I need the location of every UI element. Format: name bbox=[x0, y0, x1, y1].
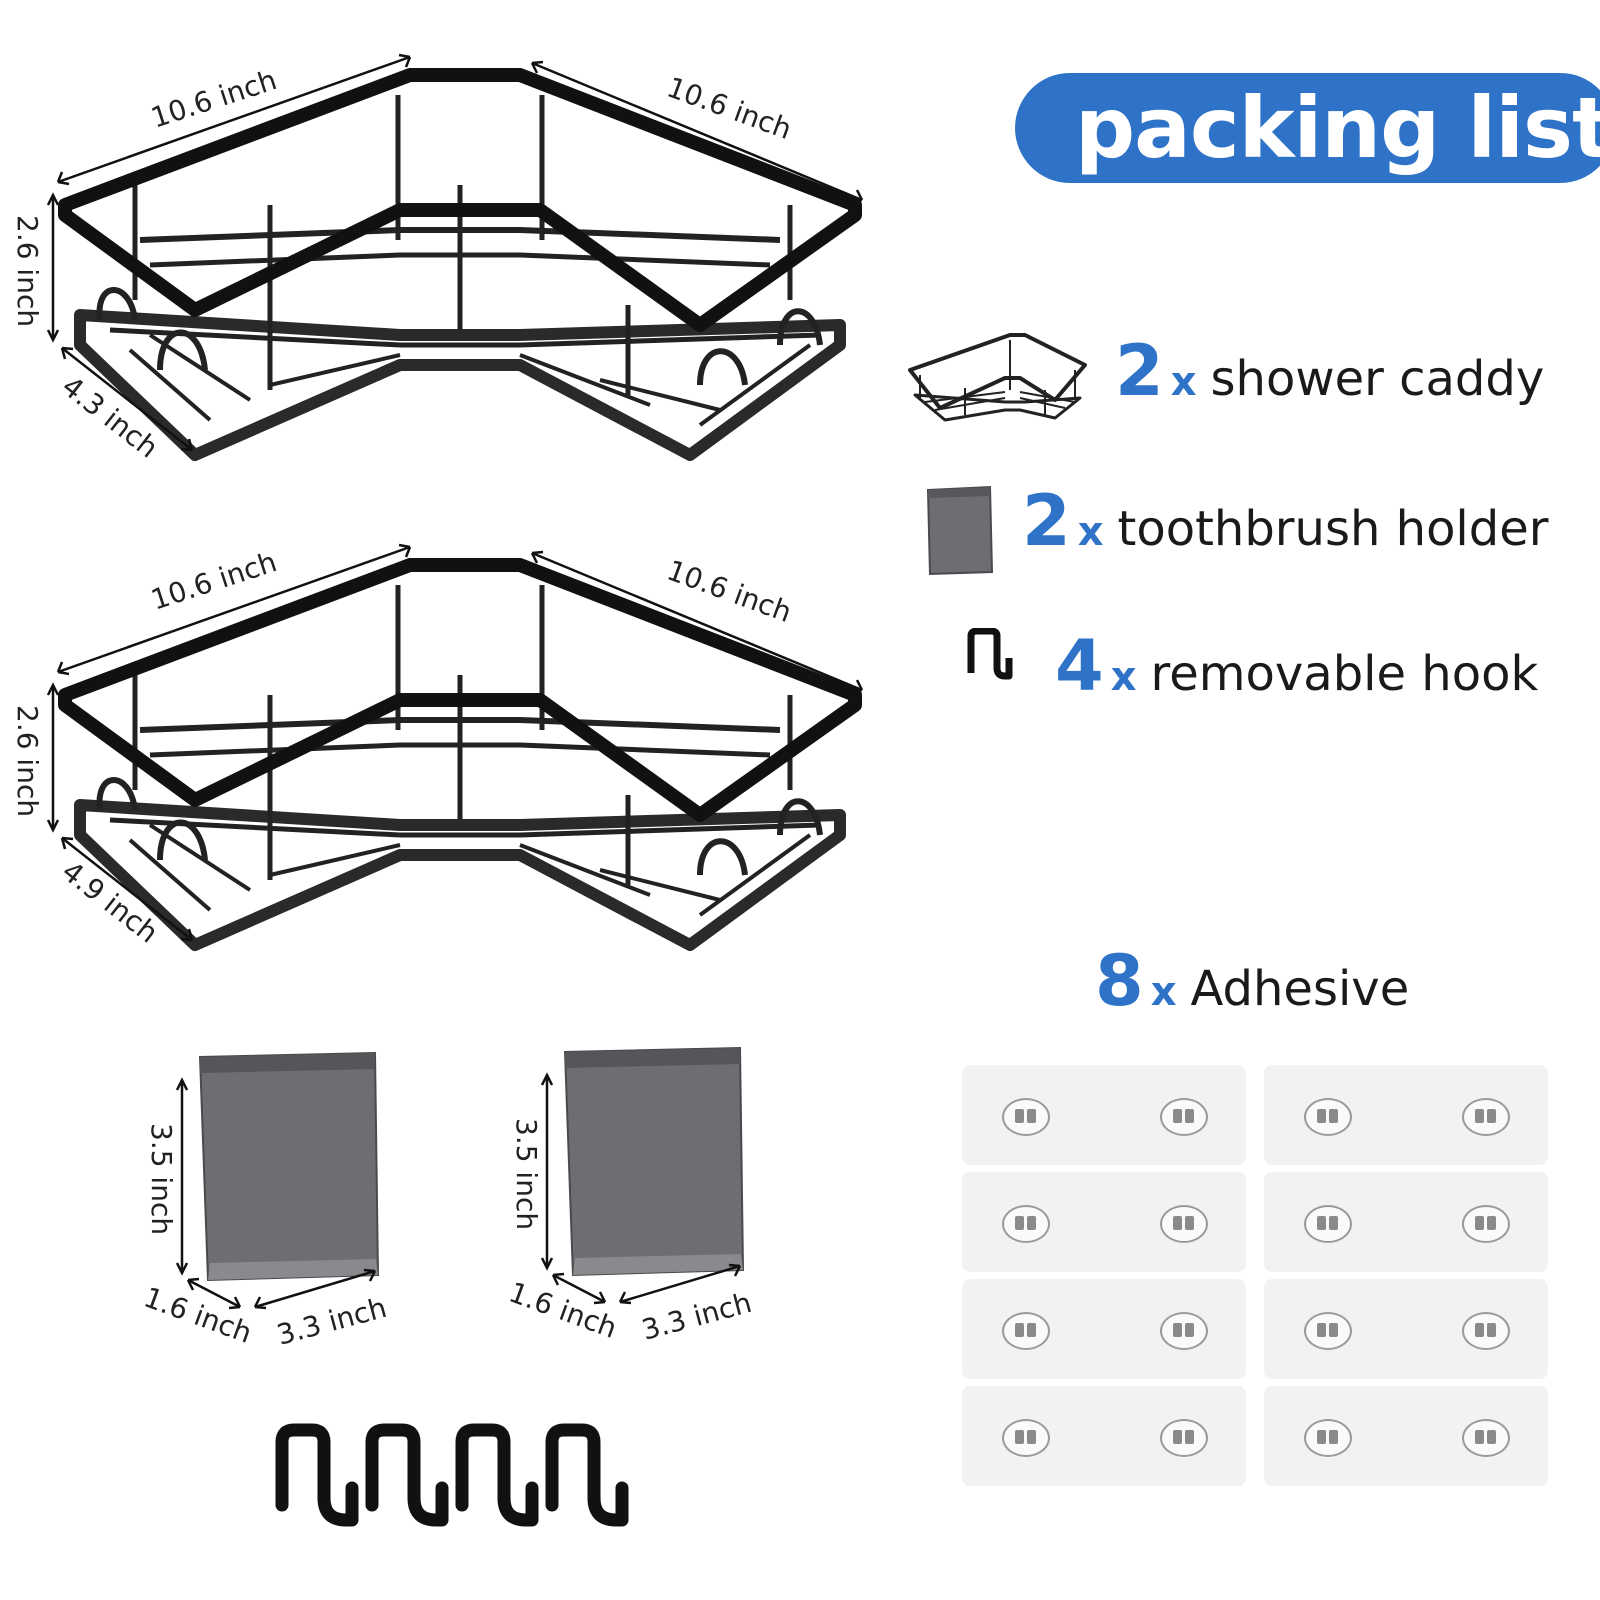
pad-hook-icon bbox=[1002, 1419, 1050, 1457]
item-times: x bbox=[1110, 654, 1137, 700]
adhesive-pad bbox=[962, 1386, 1246, 1486]
holder-1-width: 3.3 inch bbox=[273, 1291, 390, 1352]
holder-2-width: 3.3 inch bbox=[638, 1286, 755, 1347]
item-qty: 2 bbox=[1022, 480, 1071, 562]
holder-1-height: 3.5 inch bbox=[145, 1123, 178, 1235]
pad-hook-icon bbox=[1304, 1205, 1352, 1243]
item-label: removable hook bbox=[1150, 646, 1539, 702]
adhesive-pad bbox=[1264, 1172, 1548, 1272]
holder-2-depth: 1.6 inch bbox=[505, 1276, 622, 1345]
item-label: toothbrush holder bbox=[1117, 501, 1549, 557]
holder-1-depth: 1.6 inch bbox=[140, 1281, 257, 1350]
adhesive-pad bbox=[962, 1279, 1246, 1379]
packing-list-title: packing list bbox=[1075, 79, 1600, 177]
item-qty: 8 bbox=[1095, 940, 1144, 1022]
adhesive-pad bbox=[1264, 1386, 1548, 1486]
adhesive-pad bbox=[962, 1172, 1246, 1272]
item-qty: 4 bbox=[1055, 625, 1104, 707]
caddy-bottom-width-left: 10.6 inch bbox=[147, 545, 281, 617]
pad-hook-icon bbox=[1002, 1098, 1050, 1136]
pad-hook-icon bbox=[1160, 1098, 1208, 1136]
holder-2-height: 3.5 inch bbox=[510, 1118, 543, 1230]
item-row-toothbrush-holder: 2 x toothbrush holder bbox=[1022, 480, 1549, 562]
item-row-shower-caddy: 2 x shower caddy bbox=[1115, 330, 1544, 412]
caddy-top-illustration: 10.6 inch 10.6 inch 2.6 inch 4.3 inch bbox=[11, 53, 864, 465]
item-row-adhesive: 8 x Adhesive bbox=[1095, 940, 1409, 1022]
pad-hook-icon bbox=[1304, 1098, 1352, 1136]
pad-hook-icon bbox=[1160, 1419, 1208, 1457]
shower-caddy-thumbnail-icon bbox=[908, 333, 1087, 422]
pad-hook-icon bbox=[1304, 1312, 1352, 1350]
pad-hook-icon bbox=[1160, 1312, 1208, 1350]
caddy-bottom-height: 2.6 inch bbox=[11, 705, 44, 817]
removable-hooks-illustration bbox=[275, 1423, 629, 1527]
pad-hook-icon bbox=[1002, 1312, 1050, 1350]
adhesive-pad bbox=[1264, 1279, 1548, 1379]
caddy-bottom-width-right: 10.6 inch bbox=[663, 554, 796, 629]
item-times: x bbox=[1150, 969, 1177, 1015]
pad-hook-icon bbox=[1462, 1419, 1510, 1457]
toothbrush-holder-1-illustration: 3.5 inch 1.6 inch 3.3 inch bbox=[140, 1051, 390, 1352]
pad-hook-icon bbox=[1462, 1312, 1510, 1350]
caddy-top-height: 2.6 inch bbox=[11, 215, 44, 327]
adhesive-pad bbox=[1264, 1065, 1548, 1165]
pad-hook-icon bbox=[1002, 1205, 1050, 1243]
toothbrush-holder-2-illustration: 3.5 inch 1.6 inch 3.3 inch bbox=[505, 1046, 755, 1347]
toothbrush-holder-thumbnail-icon bbox=[926, 485, 994, 576]
removable-hook-thumbnail-icon bbox=[967, 628, 1013, 680]
item-times: x bbox=[1170, 359, 1197, 405]
item-row-removable-hook: 4 x removable hook bbox=[1055, 625, 1538, 707]
caddy-bottom-illustration: 10.6 inch 10.6 inch 2.6 inch 4.9 inch bbox=[11, 543, 864, 951]
pad-hook-icon bbox=[1462, 1205, 1510, 1243]
item-label: Adhesive bbox=[1190, 961, 1410, 1017]
packing-list-banner: packing list bbox=[1015, 73, 1600, 183]
item-times: x bbox=[1077, 509, 1104, 555]
pad-hook-icon bbox=[1304, 1419, 1352, 1457]
item-qty: 2 bbox=[1115, 330, 1164, 412]
pad-hook-icon bbox=[1160, 1205, 1208, 1243]
item-label: shower caddy bbox=[1210, 351, 1545, 407]
adhesive-pad bbox=[962, 1065, 1246, 1165]
pad-hook-icon bbox=[1462, 1098, 1510, 1136]
